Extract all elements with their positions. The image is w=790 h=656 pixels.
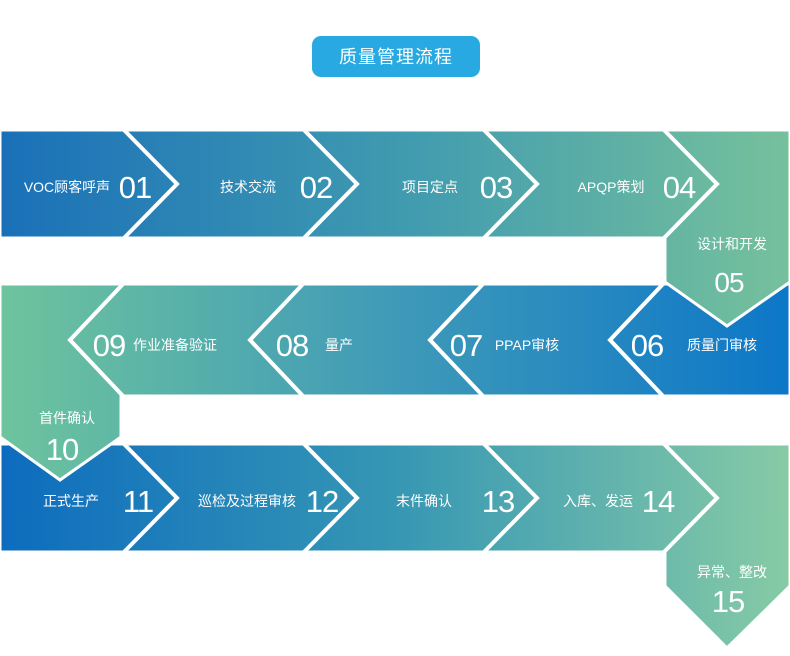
step-15-label: 异常、整改: [697, 564, 767, 580]
chevron-separator: [122, 128, 180, 240]
step-08-number: 08: [276, 328, 308, 363]
step-05-label: 设计和开发: [697, 236, 767, 252]
chevron-separator: [302, 128, 360, 240]
chevron-separator: [607, 282, 665, 398]
step-07-label: PPAP审核: [495, 337, 559, 353]
step-02-label: 技术交流: [220, 179, 276, 195]
flow-band-row3: [0, 442, 790, 651]
step-09-label: 作业准备验证: [133, 337, 217, 353]
chevron-separator: [247, 282, 305, 398]
chevron-separator: [482, 128, 540, 240]
step-03-number: 03: [480, 170, 512, 205]
step-12-label: 巡检及过程审核: [198, 493, 296, 509]
step-05-number: 05: [714, 267, 744, 298]
step-11-label: 正式生产: [43, 493, 99, 509]
chevron-separator: [482, 442, 540, 554]
step-14-label: 入库、发运: [563, 493, 633, 509]
chevron-separator: [67, 282, 125, 398]
step-04-number: 04: [663, 170, 696, 205]
step-09-number: 09: [93, 328, 125, 363]
step-07-number: 07: [450, 328, 482, 363]
step-15-number: 15: [712, 584, 744, 619]
flow-band-row2: [0, 282, 790, 482]
chevron-separator: [662, 442, 720, 554]
step-08-label: 量产: [325, 337, 353, 353]
step-01-label: VOC顾客呼声: [24, 179, 110, 195]
step-12-number: 12: [306, 484, 338, 519]
page-title: 质量管理流程: [339, 47, 453, 67]
chevron-separator: [302, 442, 360, 554]
chevron-separator: [662, 128, 720, 240]
step-10-label: 首件确认: [39, 410, 95, 426]
step-13-label: 末件确认: [396, 493, 452, 509]
title-pill: [312, 36, 480, 77]
chevron-separator: [122, 442, 180, 554]
step-13-number: 13: [482, 484, 514, 519]
step-04-label: APQP策划: [578, 179, 645, 195]
step-02-number: 02: [300, 170, 332, 205]
step-06-number: 06: [631, 328, 663, 363]
step-01-number: 01: [119, 170, 151, 205]
step-14-number: 14: [642, 484, 675, 519]
step-03-label: 项目定点: [402, 179, 458, 195]
chevron-separator: [427, 282, 485, 398]
step-10-number: 10: [46, 432, 79, 467]
flow-band-row1: [0, 128, 790, 328]
step-06-label: 质量门审核: [687, 337, 757, 353]
step-11-number: 11: [123, 484, 153, 519]
